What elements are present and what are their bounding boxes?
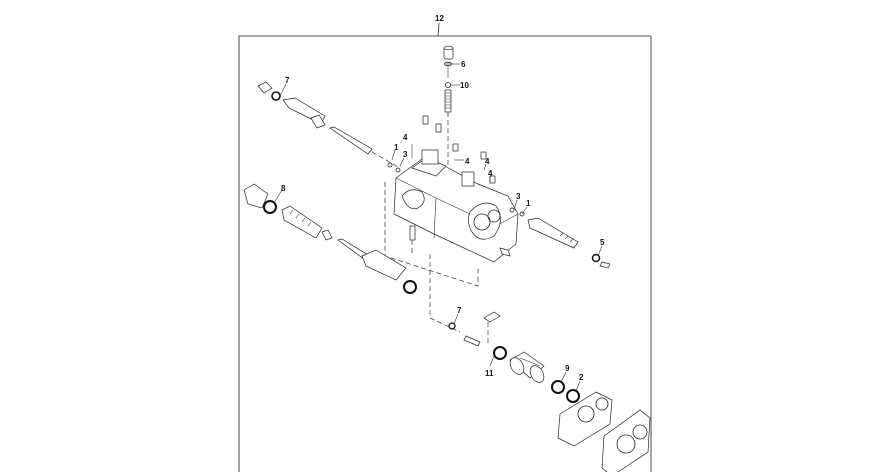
callout-9: 9 — [565, 364, 570, 373]
callout-3-left: 3 — [403, 150, 408, 159]
upper-left-cartridge — [257, 81, 401, 169]
callout-1-left: 1 — [394, 143, 399, 152]
callout-7-bottom: 7 — [457, 306, 462, 315]
callout-4-d: 4 — [488, 169, 493, 178]
end-plate-gaskets — [557, 391, 651, 472]
callout-6: 6 — [461, 60, 466, 69]
callout-7-top: 7 — [285, 76, 290, 85]
left-cartridge — [243, 183, 417, 294]
callout-4-b: 4 — [465, 157, 470, 166]
callout-3-right: 3 — [516, 192, 521, 201]
callout-12: 12 — [435, 14, 444, 23]
o-rings-lower — [551, 380, 580, 403]
callout-4-c: 4 — [485, 157, 490, 166]
callout-1-right: 1 — [526, 199, 531, 208]
diagram-frame — [238, 22, 652, 472]
callout-10: 10 — [460, 81, 469, 90]
top-plug-assembly — [443, 45, 454, 190]
lower-small-parts — [448, 311, 507, 360]
callout-8: 8 — [281, 184, 286, 193]
callout-11: 11 — [485, 369, 494, 378]
right-cartridge — [527, 217, 611, 269]
housing-outline — [384, 182, 479, 333]
leader-lines — [273, 63, 603, 392]
callout-labels: 12 6 10 7 1 3 4 4 4 4 8 3 1 5 7 11 9 2 — [281, 14, 605, 382]
piston-sleeve — [509, 351, 545, 383]
callout-5: 5 — [600, 238, 605, 247]
callout-2: 2 — [579, 373, 584, 382]
callout-4-a: 4 — [403, 133, 408, 142]
top-fasteners — [387, 115, 525, 217]
valve-body — [393, 149, 519, 263]
